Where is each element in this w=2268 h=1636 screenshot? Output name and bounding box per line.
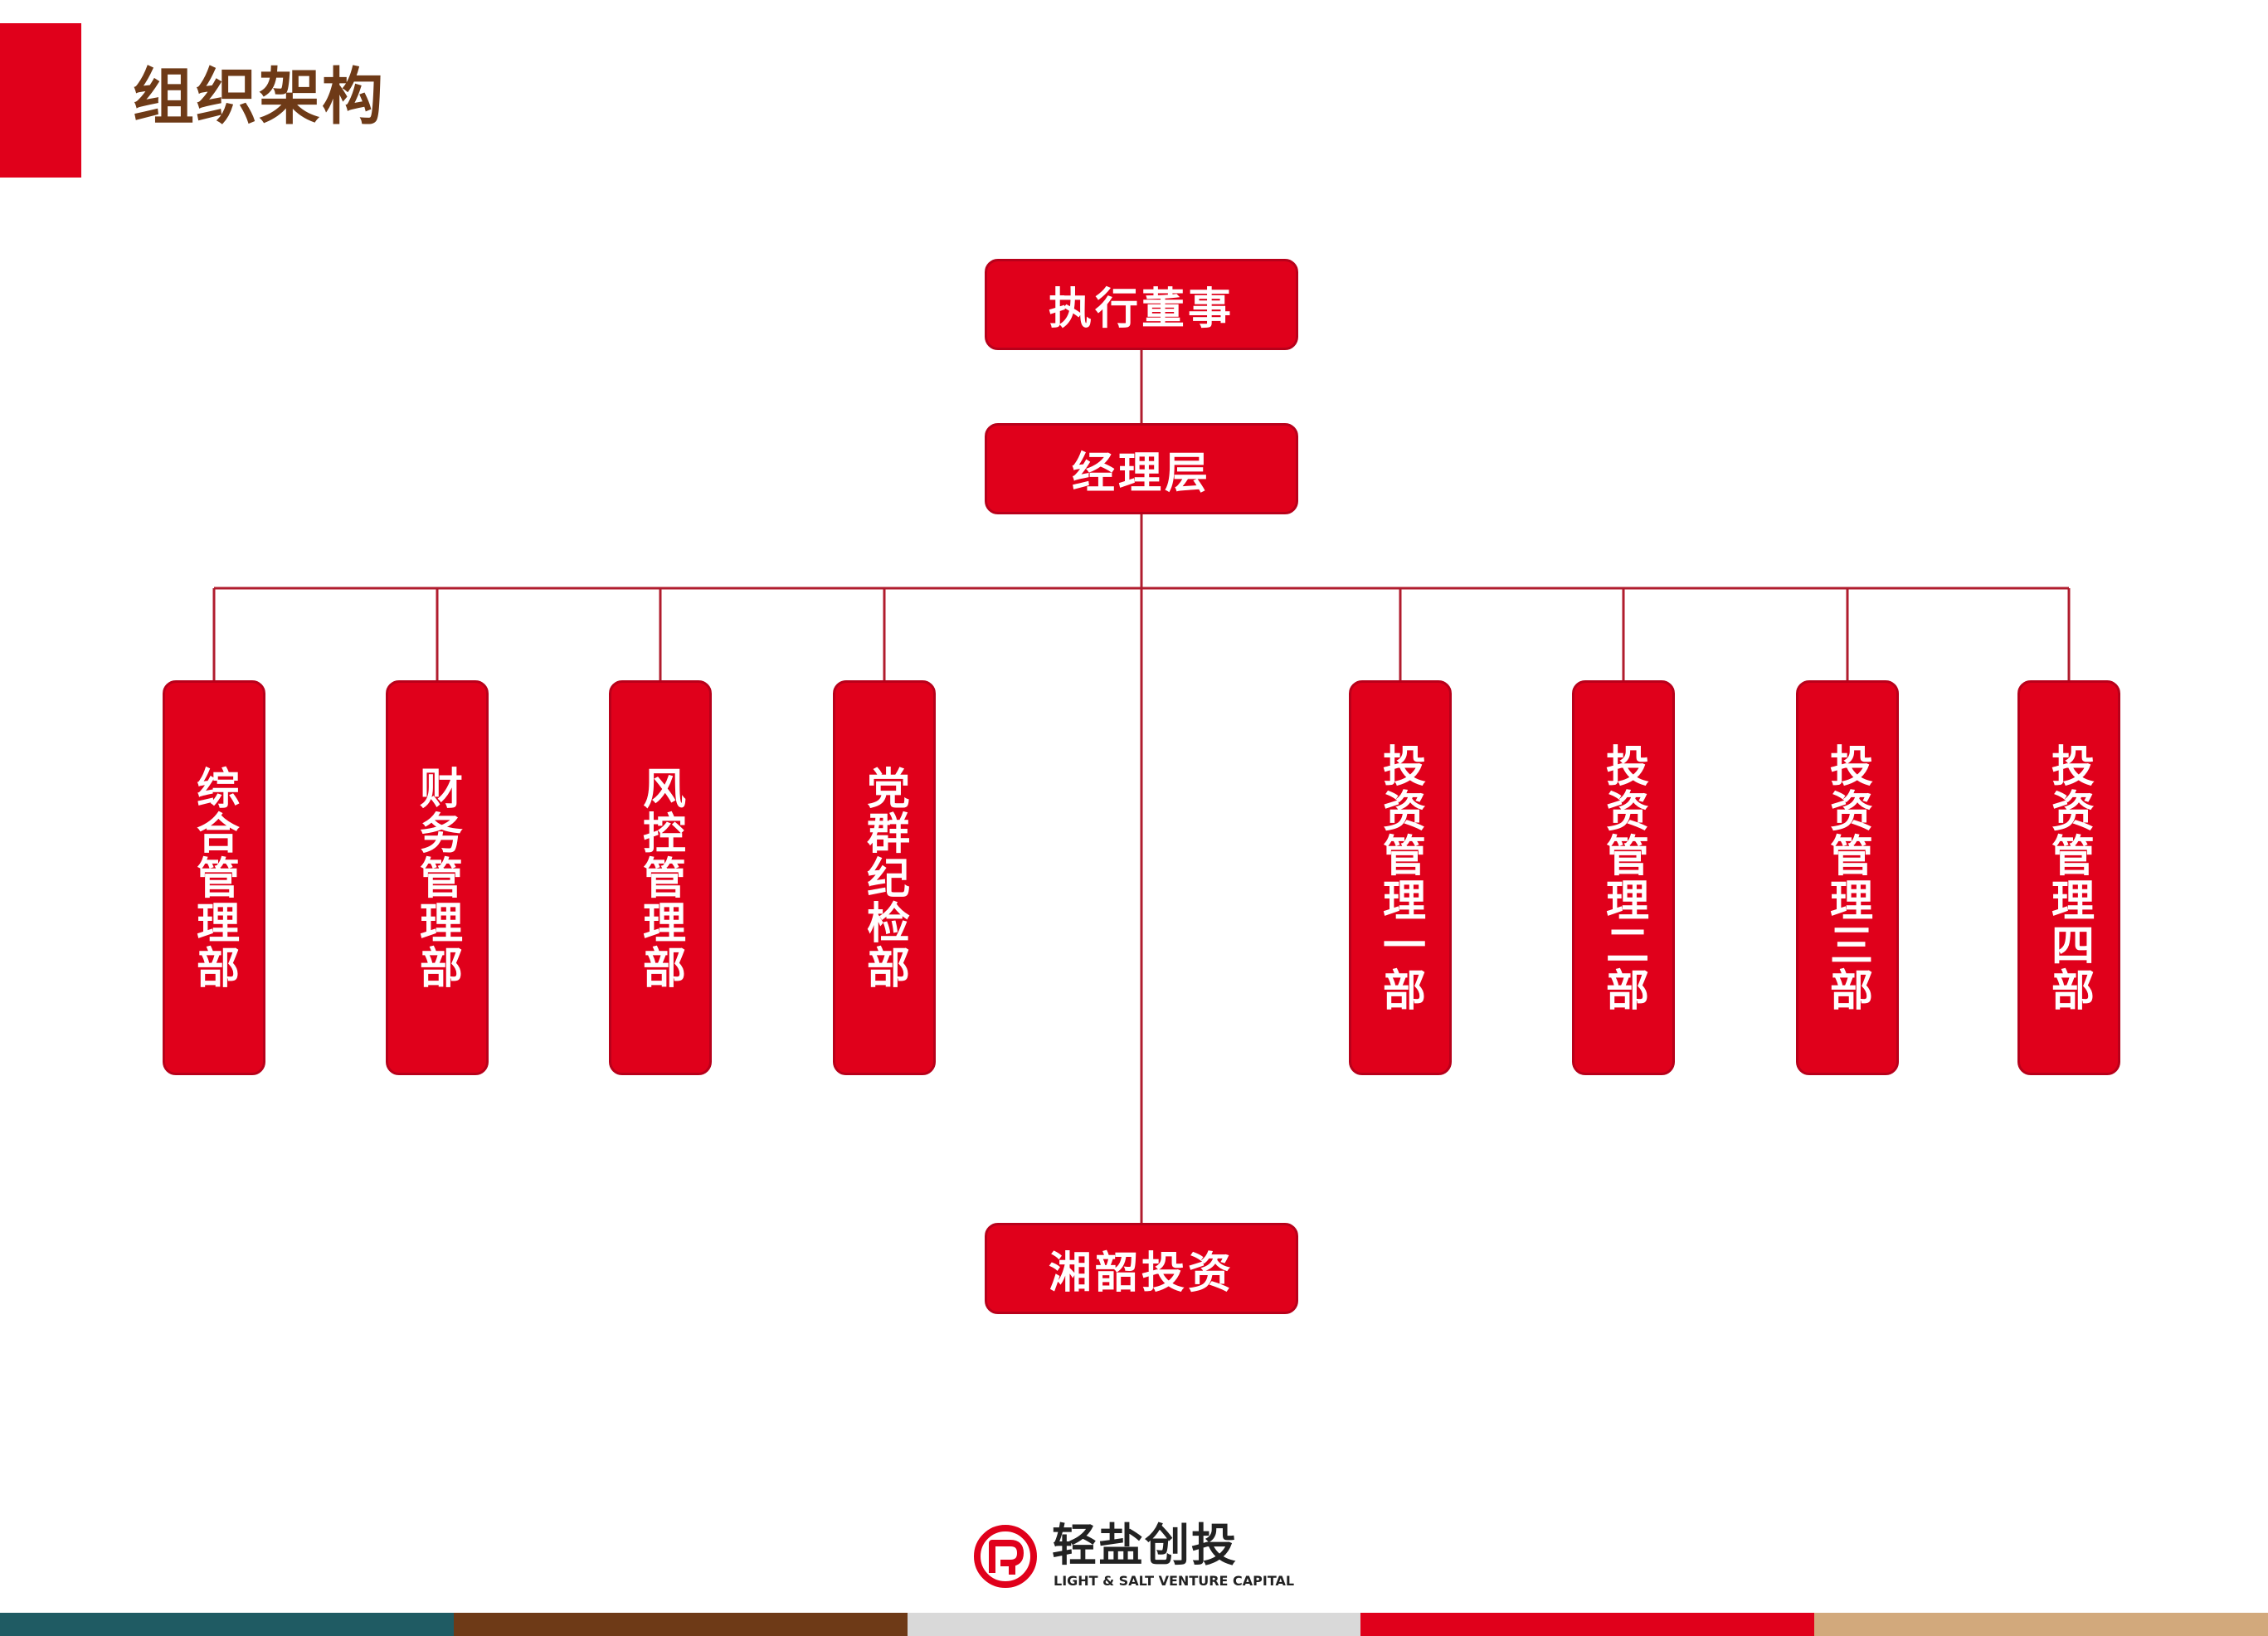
node-department: 投资管理四部 bbox=[2017, 680, 2120, 1075]
node-department: 党群纪检部 bbox=[833, 680, 936, 1075]
company-logo: 轻盐创投 LIGHT & SALT VENTURE CAPITAL bbox=[972, 1520, 1304, 1593]
node-management: 经理层 bbox=[985, 423, 1298, 514]
node-department: 综合管理部 bbox=[163, 680, 265, 1075]
page-title: 组织架构 bbox=[133, 61, 385, 133]
node-department: 投资管理一部 bbox=[1349, 680, 1452, 1075]
logo-mark-icon bbox=[974, 1525, 1037, 1588]
footer-segment bbox=[907, 1613, 1361, 1636]
node-department: 财务管理部 bbox=[386, 680, 489, 1075]
footer-segment bbox=[1360, 1613, 1815, 1636]
logo-name: 轻盐创投 bbox=[1052, 1519, 1238, 1571]
footer-color-strip bbox=[0, 1613, 2268, 1636]
footer-segment bbox=[1814, 1613, 2268, 1636]
node-department: 投资管理三部 bbox=[1796, 680, 1899, 1075]
node-subsidiary: 湘韶投资 bbox=[985, 1223, 1298, 1314]
node-department: 风控管理部 bbox=[609, 680, 712, 1075]
logo-subtitle: LIGHT & SALT VENTURE CAPITAL bbox=[1054, 1573, 1295, 1589]
footer-segment bbox=[453, 1613, 908, 1636]
footer-segment bbox=[0, 1613, 454, 1636]
title-accent-bar bbox=[0, 23, 81, 178]
node-executive-director: 执行董事 bbox=[985, 259, 1298, 350]
node-department: 投资管理二部 bbox=[1572, 680, 1675, 1075]
